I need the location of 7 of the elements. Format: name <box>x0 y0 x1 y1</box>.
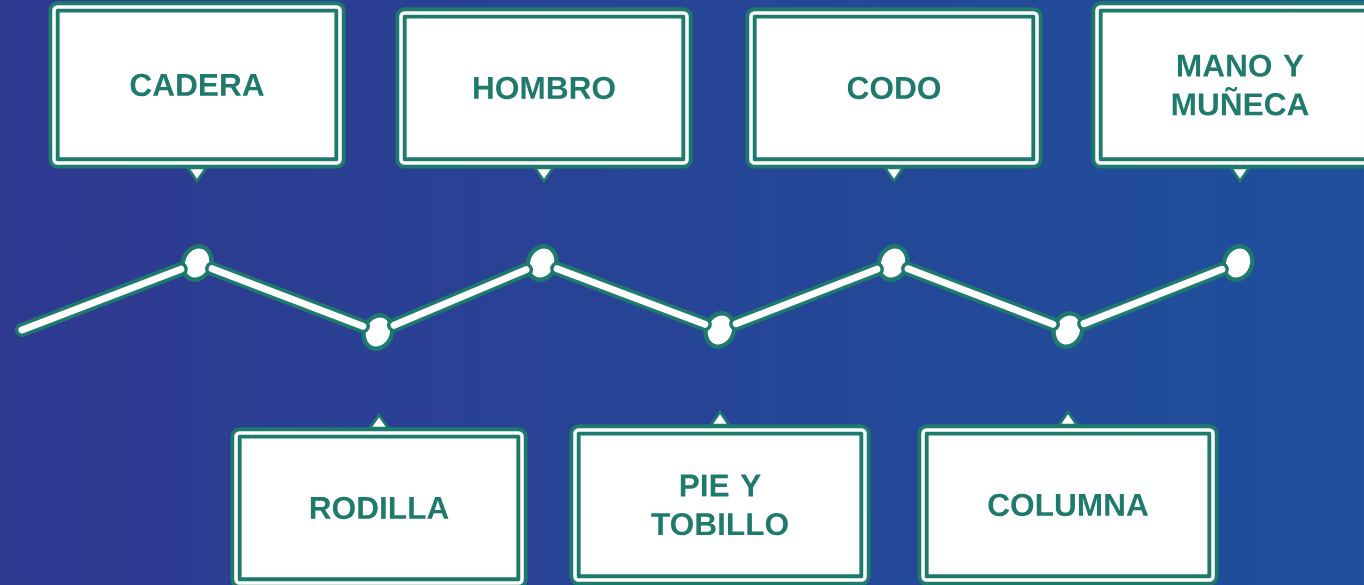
timeline-line <box>205 261 370 334</box>
timeline-line <box>550 261 712 332</box>
timeline-line <box>15 262 188 337</box>
timeline-line <box>387 262 533 333</box>
timeline-line <box>1077 262 1229 331</box>
timeline-line <box>729 262 884 331</box>
timeline-line <box>901 261 1060 332</box>
